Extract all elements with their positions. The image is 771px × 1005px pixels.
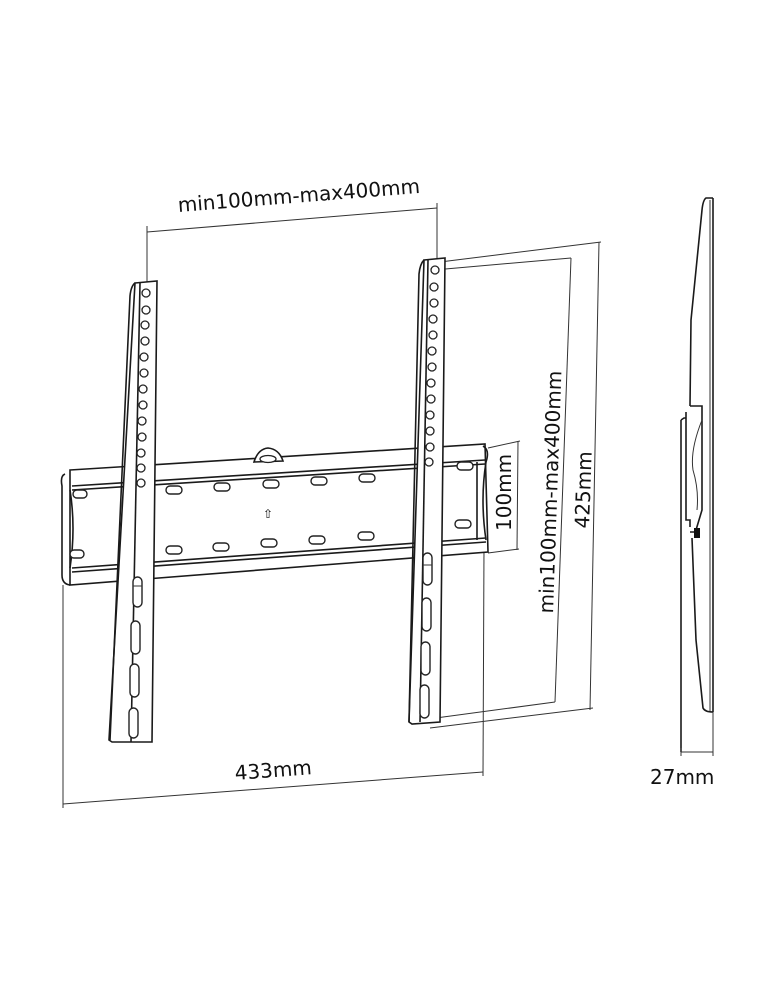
up-arrow-icon: ⇧ (263, 507, 273, 521)
dim-line-vesa-vertical (420, 257, 572, 721)
dim-line-plate-width (62, 545, 485, 808)
left-arm (108, 280, 158, 743)
label-arm-height: 425mm (570, 450, 597, 529)
wall-plate (60, 443, 489, 586)
dim-line-arm-height (429, 241, 602, 729)
label-plate-height: 100mm (492, 453, 516, 531)
dim-line-plate-height (487, 440, 521, 554)
label-plate-width: 433mm (233, 755, 313, 785)
label-profile-depth: 27mm (650, 765, 715, 789)
right-arm (408, 257, 446, 725)
dim-line-vesa-horizontal (146, 203, 438, 285)
side-profile (680, 197, 714, 756)
